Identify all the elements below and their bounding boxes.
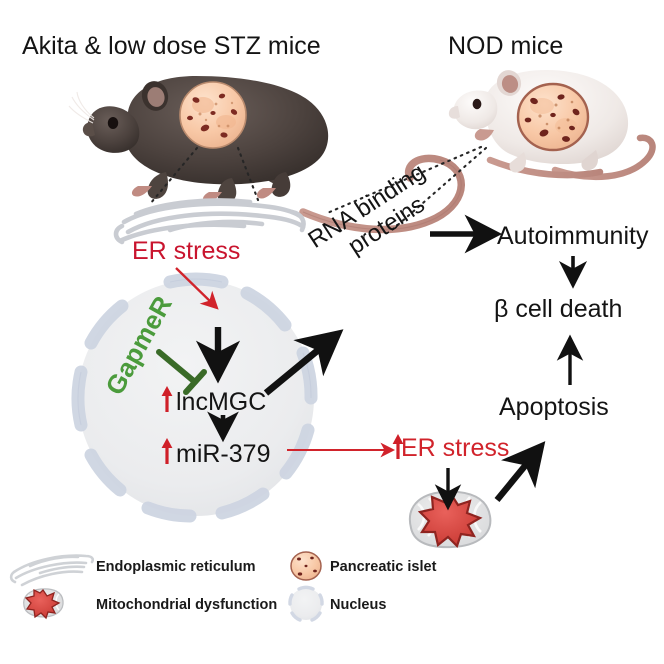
node-autoimmunity: Autoimmunity (497, 222, 649, 250)
legend-label-endoplasmic-reticulum: Endoplasmic reticulum (96, 559, 256, 575)
legend-nucleus-icon (288, 585, 324, 622)
nod-mouse-illustration (448, 70, 656, 181)
akita-stz-mouse-illustration (68, 76, 465, 234)
upregulation-marker-er-stress (392, 434, 404, 459)
group-title-nod: NOD mice (448, 32, 564, 60)
arrow-mitochondrion-to-apoptosis (494, 441, 546, 503)
legend-pancreatic-islet-icon (290, 551, 322, 581)
dotted-link-akita-to-er-1 (148, 146, 199, 206)
node-mir-379: miR-379 (176, 440, 271, 468)
inhibition-gapmer-to-lncmgc (156, 349, 207, 395)
arrow-er-stress-to-nucleus (175, 267, 219, 310)
legend-mitochondrial-dysfunction-icon (23, 588, 64, 620)
legend-endoplasmic-reticulum-icon (9, 554, 95, 587)
dotted-link-nod-to-rnabp-2 (390, 146, 488, 232)
upregulation-marker-lncmgc (161, 386, 173, 412)
node-beta-cell-death: β cell death (494, 295, 623, 323)
legend-label-mitochondrial-dysfunction: Mitochondrial dysfunction (96, 597, 278, 613)
node-er-stress-mitochondria: ER stress (401, 434, 510, 462)
legend-label-nucleus: Nucleus (330, 597, 387, 613)
arrow-lncmgc-to-rnabp (263, 329, 344, 396)
legend-label-pancreatic-islet: Pancreatic islet (330, 559, 437, 575)
dotted-link-akita-to-er-2 (236, 146, 260, 202)
dotted-link-nod-to-rnabp-1 (323, 145, 483, 216)
node-lncmgc: lncMGC (176, 388, 267, 416)
upregulation-marker-mir379 (161, 438, 173, 464)
node-apoptosis: Apoptosis (499, 393, 609, 421)
endoplasmic-reticulum-illustration (113, 198, 306, 245)
group-title-akita-stz: Akita & low dose STZ mice (22, 32, 321, 60)
node-er-stress-nucleus: ER stress (132, 237, 241, 265)
